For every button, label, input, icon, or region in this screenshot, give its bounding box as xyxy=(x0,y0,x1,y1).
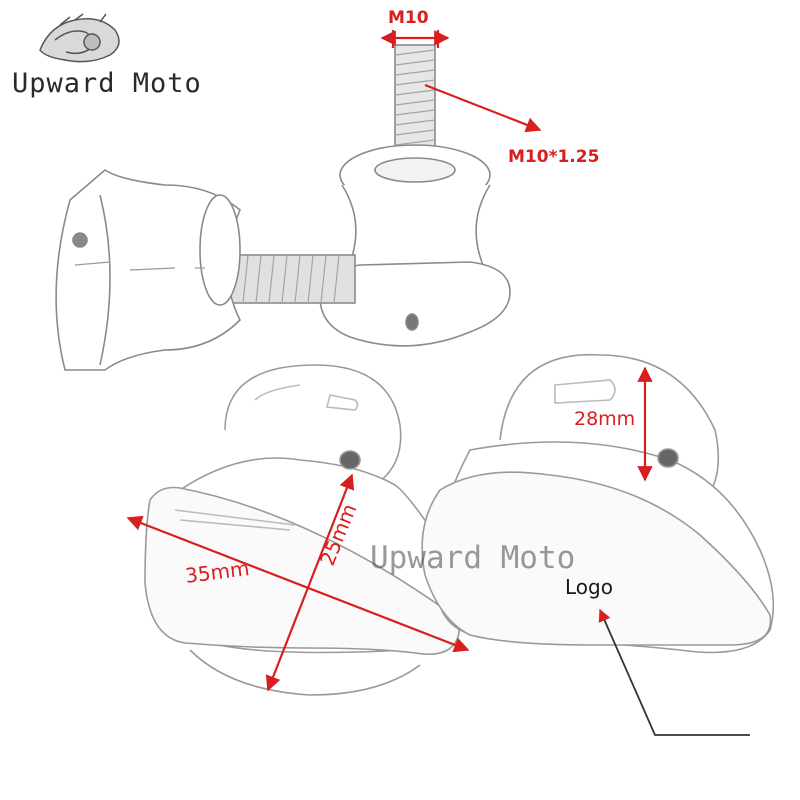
spool-horizontal xyxy=(55,168,356,371)
label-thread-pitch: M10*1.25 xyxy=(508,147,600,167)
spool-bottom-left xyxy=(144,364,470,696)
brand-name: Upward Moto xyxy=(12,68,202,99)
label-logo: Logo xyxy=(565,575,613,599)
dimension-lines xyxy=(126,30,750,736)
label-height: 28mm xyxy=(574,408,636,430)
spool-bottom-right xyxy=(421,353,775,654)
watermark-text: Upward Moto xyxy=(370,540,576,576)
brand-logo-icon xyxy=(39,13,120,63)
spool-vertical xyxy=(319,44,511,347)
label-thread-size: M10 xyxy=(388,8,429,28)
